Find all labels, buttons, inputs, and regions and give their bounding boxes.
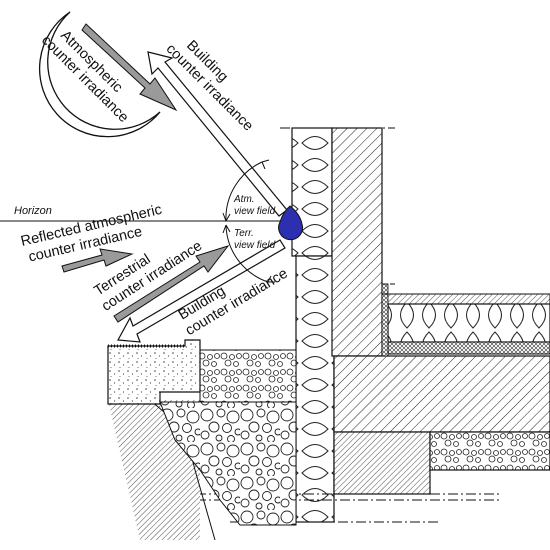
terr-view-field-arc <box>225 224 269 283</box>
wall-insulation-upper <box>291 127 333 257</box>
label-terr-view-field: Terr. view field <box>234 228 276 251</box>
atmospheric-arrow <box>81 23 178 112</box>
wall-insulation-lower <box>295 255 335 523</box>
floor-slab <box>333 355 550 433</box>
floor-topping <box>381 293 550 305</box>
terrestrial-arrow <box>113 245 230 323</box>
crescent-moon-icon <box>38 11 161 138</box>
reflected-arrow <box>61 248 134 273</box>
concrete-wall <box>331 127 383 357</box>
atm-view-field-arc <box>225 161 263 222</box>
label-horizon: Horizon <box>14 205 52 217</box>
floor-screed <box>387 341 550 355</box>
pavement-gravel <box>199 349 297 403</box>
concrete-curb <box>107 339 201 405</box>
label-atm-view-field: Atm. view field <box>233 194 276 217</box>
floor-insulation <box>387 303 550 343</box>
gravel-backfill <box>159 401 297 526</box>
foundation-gravel-right <box>429 431 550 471</box>
foundation <box>333 431 431 495</box>
building-arrow-top <box>147 51 288 217</box>
sensor-drop-icon <box>278 205 304 241</box>
building-arrow-bottom <box>117 239 286 343</box>
